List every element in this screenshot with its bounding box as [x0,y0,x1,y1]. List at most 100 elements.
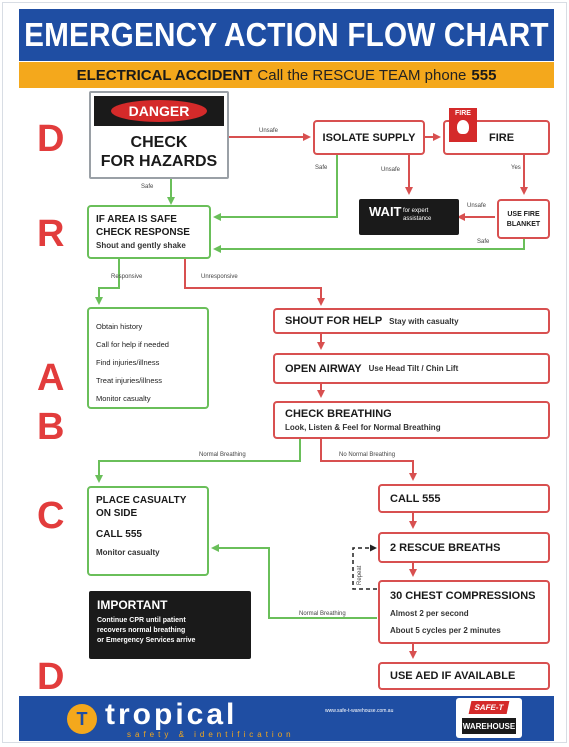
check-response-line1: IF AREA IS SAFE [96,214,177,225]
fire-blanket-line1: USE FIRE [507,211,540,218]
shout-for-help-row: SHOUT FOR HELP Stay with casualty [275,310,548,332]
check-breathing-box: CHECK BREATHING Look, Listen & Feel for … [273,401,550,439]
wait-sub-label: for expert assistance [403,208,432,222]
check-breathing-label: CHECK BREATHING [285,408,392,420]
responsive-item: Call for help if needed [96,340,169,349]
check-breathing-text: CHECK BREATHING Look, Listen & Feel for … [285,408,441,432]
subtitle-bar: ELECTRICAL ACCIDENT Call the RESCUE TEAM… [19,62,554,88]
footer-website: www.safe-t-warehouse.com.au [325,708,394,714]
chart-title: EMERGENCY ACTION FLOW CHART [24,16,549,53]
edge-label-unsafe: Unsafe [381,167,401,173]
warehouse-badge: WAREHOUSE [462,718,516,734]
use-aed-box: USE AED IF AVAILABLE [378,662,550,690]
place-on-side-text: PLACE CASUALTY ON SIDE CALL 555 Monitor … [96,494,186,559]
open-airway-box: OPEN AIRWAY Use Head Tilt / Chin Lift [273,353,550,384]
check-response-text: IF AREA IS SAFE CHECK RESPONSE Shout and… [96,213,190,252]
fire-box: FIRE FIRE [443,108,550,155]
responsive-actions-box: Obtain history Call for help if needed F… [87,307,209,409]
check-hazards-line1: CHECK [130,134,188,151]
fire-blanket-text: USE FIRE BLANKET [499,201,548,230]
important-text: Continue CPR until patient recovers norm… [97,616,195,646]
step-letter-r: R [37,213,65,255]
rescue-breaths-box: 2 RESCUE BREATHS [378,532,550,563]
shout-for-help-box: SHOUT FOR HELP Stay with casualty [273,308,550,334]
fire-label: FIRE [489,131,515,144]
use-aed-label: USE AED IF AVAILABLE [390,670,516,682]
responsive-item: Treat injuries/illness [96,376,162,385]
edge-response-to-responsive [95,259,120,305]
shout-for-help-sub: Stay with casualty [389,316,459,326]
responsive-item: Obtain history [96,322,143,331]
edge-label-responsive: Responsive [111,274,143,280]
edge-label-safe: Safe [141,184,154,190]
fire-blanket-box: USE FIRE BLANKET [497,199,550,239]
step-letter-d-final: D [37,656,65,698]
footer-tagline: safety & identification [127,730,295,739]
footer-banner: T tropical safety & identification www.s… [19,696,554,741]
edge-label-safe: Safe [477,239,490,245]
wait-box: WAIT for expert assistance [359,199,459,235]
shout-for-help-label: SHOUT FOR HELP [285,315,383,327]
edge-response-to-shout [184,259,325,306]
check-hazards-line2: FOR HAZARDS [100,153,218,170]
chest-compressions-cycles: About 5 cycles per 2 minutes [390,626,501,635]
edge-breathing-to-side [95,439,301,483]
isolate-supply-box: ISOLATE SUPPLY [313,120,425,155]
place-on-side-box: PLACE CASUALTY ON SIDE CALL 555 Monitor … [87,486,209,576]
important-line1: Continue CPR until patient [97,617,186,624]
check-response-line2: CHECK RESPONSE [96,227,190,238]
important-notice-box: IMPORTANT Continue CPR until patient rec… [89,591,251,659]
place-on-side-line1: PLACE CASUALTY [96,495,187,506]
responsive-item: Find injuries/illness [96,358,160,367]
danger-sign-header: DANGER [94,96,224,126]
important-title: IMPORTANT [97,598,168,612]
edge-label-unsafe: Unsafe [467,203,487,209]
chest-compressions-label: 30 CHEST COMPRESSIONS [390,590,536,602]
danger-sign-oval: DANGER [111,100,207,122]
safe-t-badge: SAFE-T [468,701,510,714]
rescue-breaths-label: 2 RESCUE BREATHS [390,541,501,554]
step-letter-a: A [37,357,65,399]
chest-compressions-box: 30 CHEST COMPRESSIONS Almost 2 per secon… [378,580,550,644]
edge-label-normal-breathing: Normal Breathing [299,611,346,617]
edge-breathing-to-call [320,439,417,481]
edge-label-yes: Yes [511,165,521,171]
flame-icon [457,120,469,134]
subtitle-emergency-type: ELECTRICAL ACCIDENT [76,66,253,84]
fire-blanket-line2: BLANKET [506,221,541,228]
edge-blanket-to-response [213,239,525,253]
open-airway-sub: Use Head Tilt / Chin Lift [368,364,459,373]
check-breathing-sub: Look, Listen & Feel for Normal Breathing [285,423,441,432]
open-airway-row: OPEN AIRWAY Use Head Tilt / Chin Lift [275,355,548,382]
chest-compressions-rate: Almost 2 per second [390,609,469,618]
call-555-label: CALL 555 [390,492,441,505]
tropical-logo-icon: T [67,704,97,734]
footer-brand-name: tropical [105,698,238,731]
responsive-item: Monitor casualty [96,394,151,403]
call-555-box: CALL 555 [378,484,550,513]
place-on-side-line2: ON SIDE [96,508,138,519]
subtitle-instruction: Call the RESCUE TEAM phone [257,66,467,84]
important-line3: or Emergency Services arrive [97,637,196,644]
edge-label-normal-breathing: Normal Breathing [199,452,246,458]
open-airway-label: OPEN AIRWAY [285,362,362,375]
fire-sign: FIRE [449,108,477,142]
edge-isolate-to-response [213,155,338,221]
place-on-side-line3: CALL 555 [96,529,142,540]
title-bar: EMERGENCY ACTION FLOW CHART [19,9,554,61]
edge-label-no-normal-breathing: No Normal Breathing [339,452,396,458]
edge-label-repeat: Repeat [357,565,363,585]
important-line2: recovers normal breathing [97,627,186,634]
edge-label-unresponsive: Unresponsive [201,274,238,280]
edge-label-safe: Safe [315,165,328,171]
responsive-actions-list: Obtain history Call for help if needed F… [96,318,169,408]
fire-sign-text: FIRE [455,110,471,117]
check-response-box: IF AREA IS SAFE CHECK RESPONSE Shout and… [87,205,211,259]
step-letter-b: B [37,406,65,448]
edge-label-unsafe: Unsafe [259,128,279,134]
check-hazards-box: DANGER CHECK FOR HAZARDS [89,91,229,179]
step-letter-c: C [37,495,65,537]
check-response-line3: Shout and gently shake [96,241,186,250]
chest-compressions-text: 30 CHEST COMPRESSIONS Almost 2 per secon… [390,588,535,639]
